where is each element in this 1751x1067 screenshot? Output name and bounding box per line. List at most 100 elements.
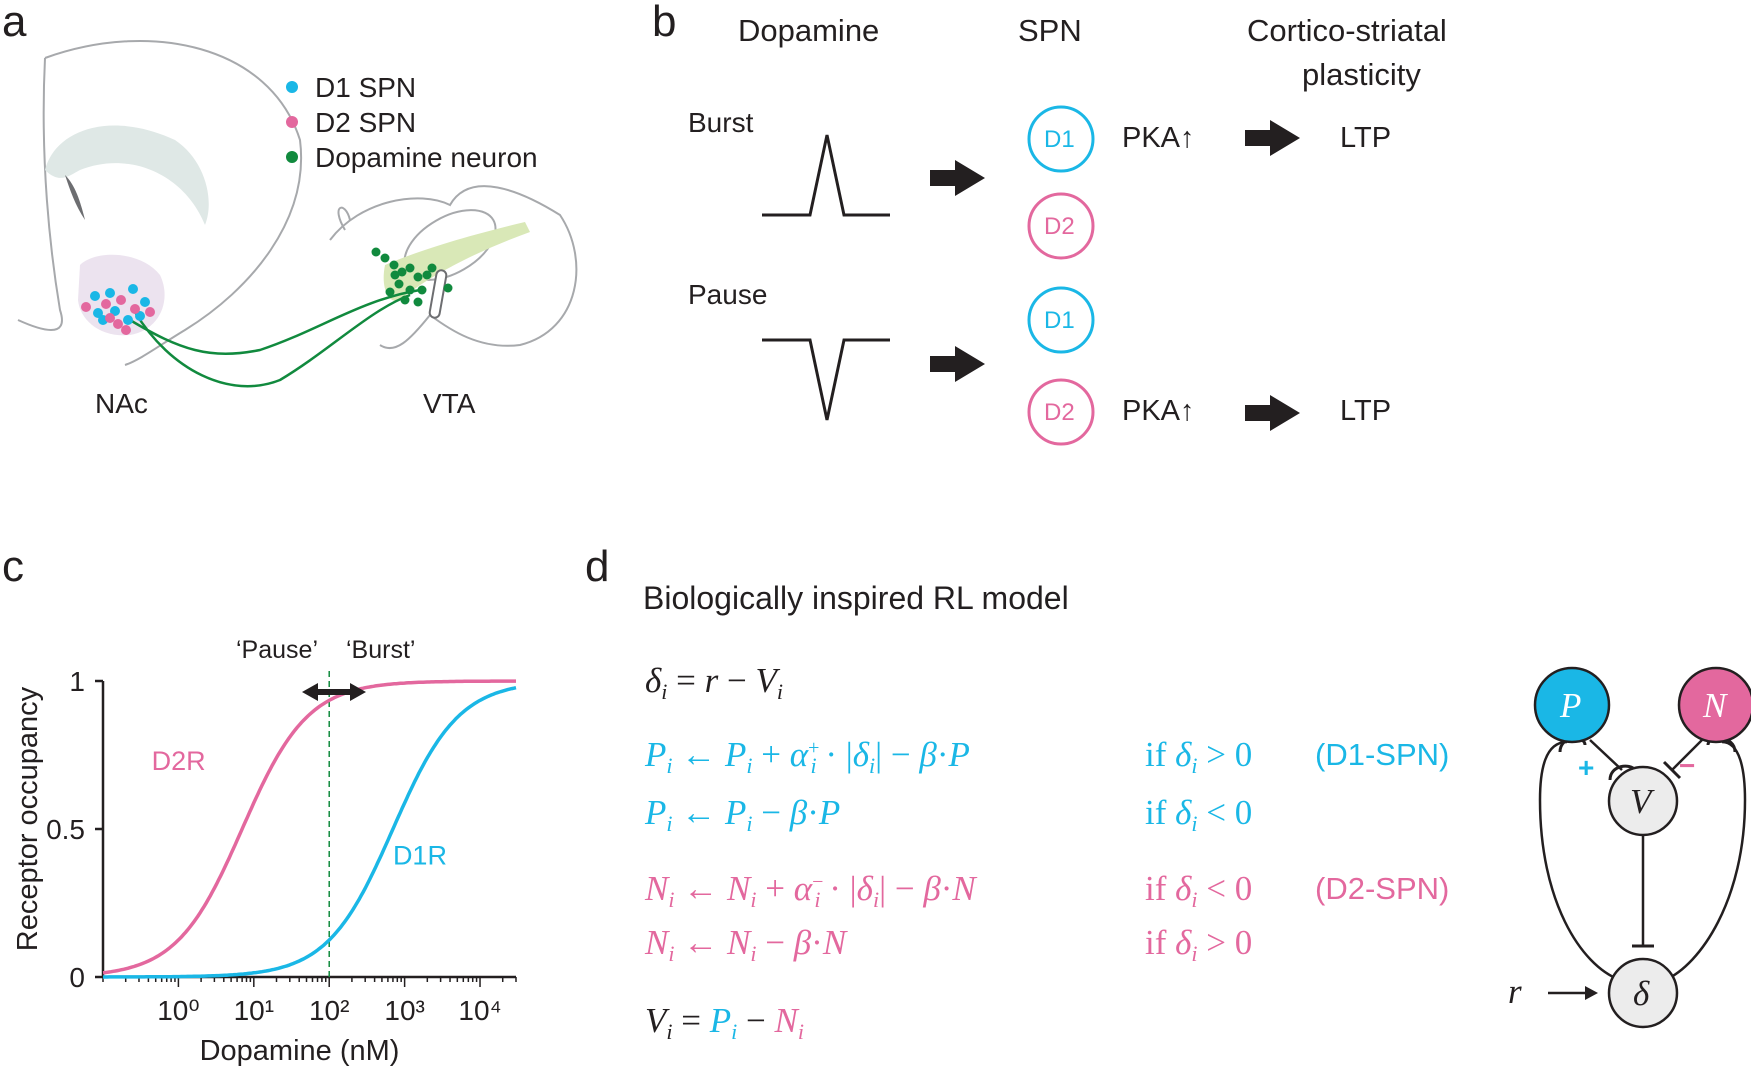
dopamine-neuron-dot [389,260,399,270]
ventricle-dark [65,175,85,220]
d2-spn-tag: (D2-SPN) [1315,871,1450,906]
legend-dopamine-dot [286,151,298,163]
n-to-v-terminal [1662,760,1682,780]
pause-burst-arrow [302,683,366,701]
p-update-positive: Pi ← Pi + α+i · |δi| − β·P [645,735,970,778]
p-update-positive-condition: if δi > 0 [1145,735,1253,778]
dopamine-neuron-dot [427,263,437,273]
legend-d1-label: D1 SPN [315,72,417,103]
dopamine-neuron-dot [413,272,423,282]
d1-spn-dot [123,315,133,325]
node-v-circle [1607,765,1679,837]
p-to-delta-path [1538,740,1621,982]
model-title: Biologically inspired RL model [643,580,1069,616]
node-delta-circle [1607,957,1679,1029]
x-tick-label: 10² [309,995,349,1026]
midbrain-slot [428,269,448,319]
row-pause-label: Pause [688,279,768,310]
p-update-negative: Pi ← Pi − β·P [645,793,841,836]
region-vta-label: VTA [423,388,476,419]
d2-spn-dot [145,307,155,317]
dopamine-neuron-dot [385,287,395,297]
plus-sign: + [1578,752,1595,783]
d1-circle-pause [1027,286,1095,354]
n-to-v-line [1671,739,1703,771]
dopamine-neuron-dot [422,270,432,280]
d1-circle-burst [1027,105,1095,173]
dopamine-neuron-dot [394,279,404,289]
p-update-negative-condition: if δi < 0 [1145,793,1253,836]
node-delta-label: δ [1633,974,1650,1013]
minus-sign: − [1679,750,1696,781]
d2-spn-dot [130,304,140,314]
d1-spn-dot [110,306,120,316]
x-tick-label: 10⁰ [157,995,199,1026]
d1-spn-tag: (D1-SPN) [1315,737,1450,772]
dopamine-projection-2 [133,293,411,388]
dopamine-neuron-dot [443,283,453,293]
dopamine-neuron-dot [405,263,415,273]
pause-waveform [762,338,890,421]
y-tick-label: 0 [69,962,85,993]
panel-d-letter: d [585,542,610,591]
node-p-label: P [1560,686,1582,725]
d2-circle-pause [1027,378,1095,446]
y-axis-label: Receptor occupancy [12,686,44,951]
dopamine-neuron-dot [380,253,390,263]
ltp-pause-label: LTP [1340,395,1392,427]
d1-spn-dot [140,297,150,307]
vta-region [383,222,530,301]
dopamine-neuron-dot [371,247,381,257]
dopamine-projection-1 [129,288,421,355]
y-tick-label: 1 [69,666,85,697]
x-tick-label: 10¹ [234,995,274,1026]
col-spn-header: SPN [1018,13,1082,48]
legend-d2-label: D2 SPN [315,107,417,138]
panel-b-letter: b [652,0,677,46]
region-nac-label: NAc [95,388,148,419]
panel-a-letter: a [2,0,27,46]
d2-spn-dot [113,319,123,329]
node-v-label: V [1630,782,1652,821]
panel-c-letter: c [2,542,24,591]
arrow-pause-to-spn [930,346,985,382]
dopamine-neuron-dot [405,285,415,295]
dopamine-neuron-dot [397,267,407,277]
dopamine-neuron-dot [390,270,400,280]
x-tick-label: 10³ [384,995,424,1026]
series-label-d1r: D1R [393,841,447,871]
striatal-slice-outline [17,40,303,366]
d1-label-pause: D1 [1044,307,1075,334]
n-update-positive: Ni ← Ni − β·N [645,923,847,966]
input-r-label: r [1508,972,1522,1011]
d2-spn-dot [105,313,115,323]
burst-annotation: ‘Burst’ [346,636,416,664]
n-update-negative-condition: if δi < 0 [1145,869,1253,912]
node-p-circle [1533,666,1611,744]
curve-d1r [103,685,517,979]
r-input-arrowhead [1585,986,1598,1000]
y-tick-label: 0.5 [46,814,85,845]
d1-spn-dot [90,291,100,301]
n-update-negative: Ni ← Ni + α−i · |δi| − β·N [645,869,976,912]
col-dopamine-header: Dopamine [738,13,880,48]
node-n-label: N [1703,686,1727,725]
d2-spn-dot [81,302,91,312]
n-to-delta-path [1664,740,1747,982]
curve-d2r [102,679,516,975]
dopamine-neuron-dot [417,285,427,295]
d2-label-pause: D2 [1044,399,1075,426]
d2-spn-dot [101,299,111,309]
d1-spn-dot [128,284,138,294]
d2-spn-dot [116,295,126,305]
vta-neuron-dots [371,247,453,307]
d2-spn-dot [121,325,131,335]
n-update-positive-condition: if δi > 0 [1145,923,1253,966]
d1-spn-dot [105,288,115,298]
arrow-burst-to-ltp [1245,120,1300,156]
dopamine-neuron-dot [400,295,410,305]
arrow-burst-to-spn [930,160,985,196]
